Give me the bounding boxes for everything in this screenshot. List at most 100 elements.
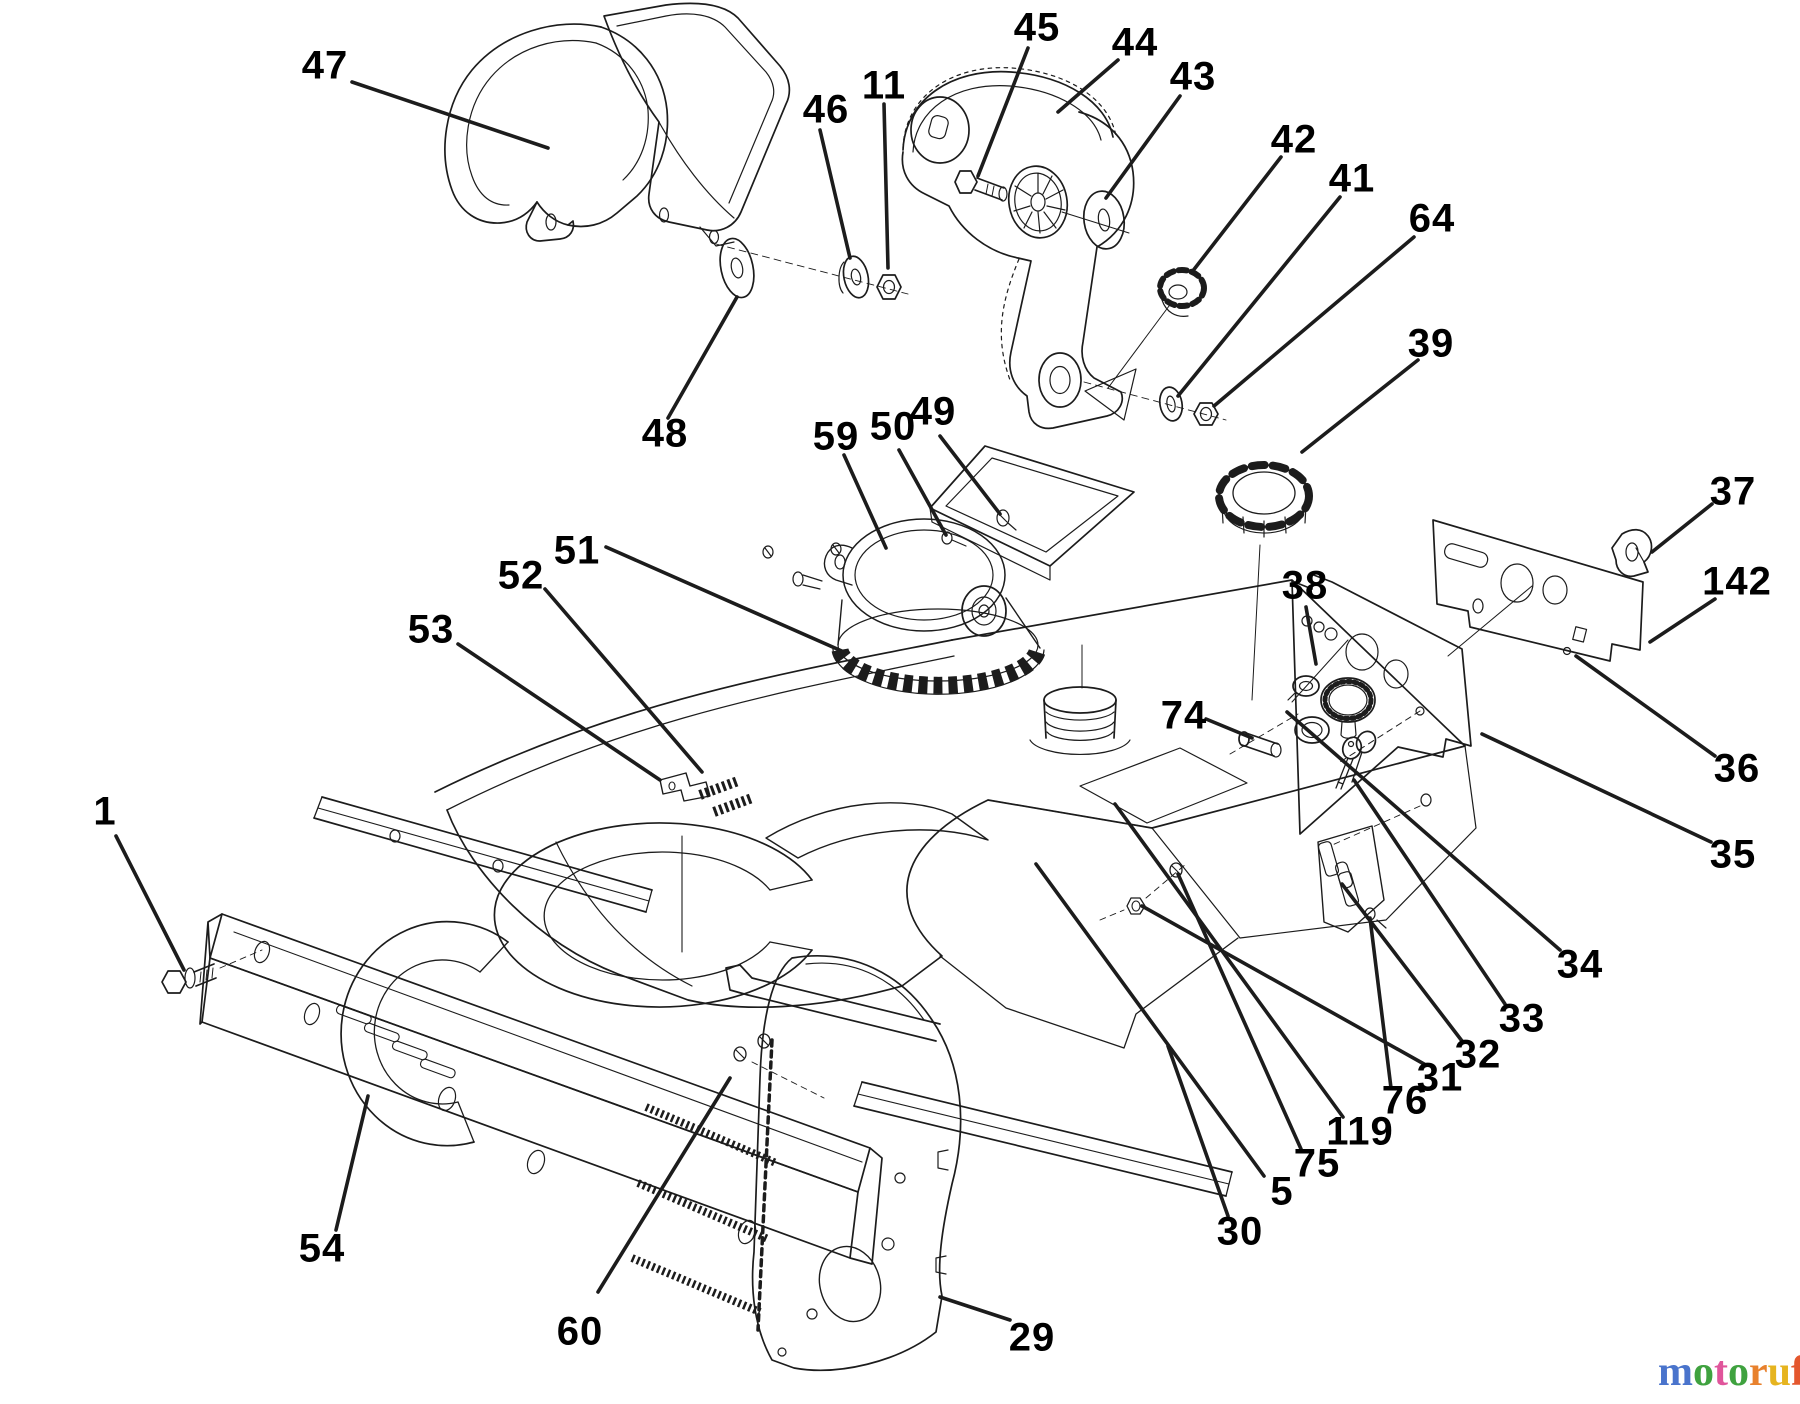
leader-46 [818,128,852,260]
callout-29: 29 [1008,1315,1056,1360]
callout-36: 36 [1713,746,1761,791]
leader-42 [1190,155,1283,274]
frame-bar-54 [199,913,883,1265]
callout-32: 32 [1454,1032,1502,1077]
callout-48: 48 [641,411,689,456]
leader-49 [938,434,1002,516]
leader-54 [334,1094,370,1232]
callout-1: 1 [93,789,117,834]
washer-48 [719,237,755,299]
belt-cover-29 [751,955,962,1372]
ring-gear-51 [831,597,1046,695]
leader-75 [1176,872,1303,1151]
callout-44: 44 [1111,20,1159,65]
bolt-1 [161,949,263,994]
callout-47: 47 [301,43,349,88]
callout-38: 38 [1281,563,1329,608]
callout-52: 52 [497,553,545,598]
keys [1335,730,1377,790]
callout-45: 45 [1013,5,1061,50]
panel-142 [1432,519,1644,662]
fuel-cap-39 [1215,461,1313,538]
callout-37: 37 [1709,469,1757,514]
callout-42: 42 [1270,117,1318,162]
leader-41 [1176,195,1342,398]
leader-1 [114,834,186,972]
carriage-bolt-45 [954,170,1008,202]
nut-11 [876,274,902,300]
spoked-gear-wheel [1007,165,1069,239]
knob-42 [1107,267,1207,389]
callout-5: 5 [1270,1169,1294,1214]
washer-43 [1082,190,1126,250]
leader-59 [842,453,888,550]
leader-32 [1340,882,1464,1043]
screw-50 [941,531,967,547]
leader-37 [1650,502,1714,554]
fuel-filler-neck [1029,544,1261,756]
callout-76: 76 [1381,1078,1429,1123]
callout-64: 64 [1408,196,1456,241]
leader-53 [456,642,662,782]
band-clamp [823,518,1007,637]
pivot-bracket-44 [901,67,1137,430]
leader-52 [543,587,704,774]
leader-31 [1140,904,1426,1066]
leader-29 [938,1295,1012,1322]
console-fasteners [1099,793,1432,921]
leader-33 [1352,778,1507,1006]
callout-74: 74 [1160,693,1208,738]
callout-34: 34 [1556,942,1604,987]
motoruf-logo: motoruf™.de [1658,1348,1800,1396]
key-switch-38 [1287,675,1376,744]
leader-51 [604,545,846,654]
decal [1079,747,1248,824]
leader-30 [1166,1044,1230,1218]
leader-64 [1212,235,1416,408]
callout-75: 75 [1293,1141,1341,1186]
callout-49: 49 [909,389,957,434]
leader-60 [596,1076,732,1294]
leader-38 [1304,605,1318,666]
callout-119: 119 [1326,1109,1394,1154]
leader-50 [897,448,948,537]
leader-48 [666,295,739,420]
leader-76 [1368,916,1393,1090]
console-body [434,579,1477,1049]
clip-37 [1611,528,1653,578]
callout-43: 43 [1169,54,1217,99]
leader-119 [1113,802,1345,1119]
panel-36 [1291,573,1472,835]
chute-tray [929,445,1135,581]
callout-33: 33 [1498,996,1546,1041]
callout-46: 46 [802,87,850,132]
leader-45 [976,46,1030,178]
callout-30: 30 [1216,1209,1264,1254]
callout-142: 142 [1702,559,1772,604]
callout-54: 54 [298,1226,346,1271]
leader-5 [1034,862,1266,1178]
vent-strips-30 [630,1103,778,1316]
callout-31: 31 [1416,1055,1464,1100]
chute-carriage [313,796,1233,1197]
callout-39: 39 [1407,321,1455,366]
nut-64 [1083,381,1227,426]
screw-49 [996,509,1017,531]
callout-51: 51 [553,528,601,573]
clip-53 [659,772,711,802]
washer-41 [1158,386,1184,422]
chute-deflector-47 [444,2,909,295]
screws-60 [733,1033,825,1099]
leader-47 [350,80,550,150]
leader-35 [1480,732,1713,844]
leader-44 [1056,58,1120,114]
logo-word: motoruf [1658,1349,1800,1395]
leader-36 [1574,654,1717,758]
leader-142 [1648,597,1717,644]
callout-60: 60 [556,1309,604,1354]
callout-11: 11 [861,63,907,108]
leader-74 [1204,717,1254,740]
springs-52 [698,776,754,817]
